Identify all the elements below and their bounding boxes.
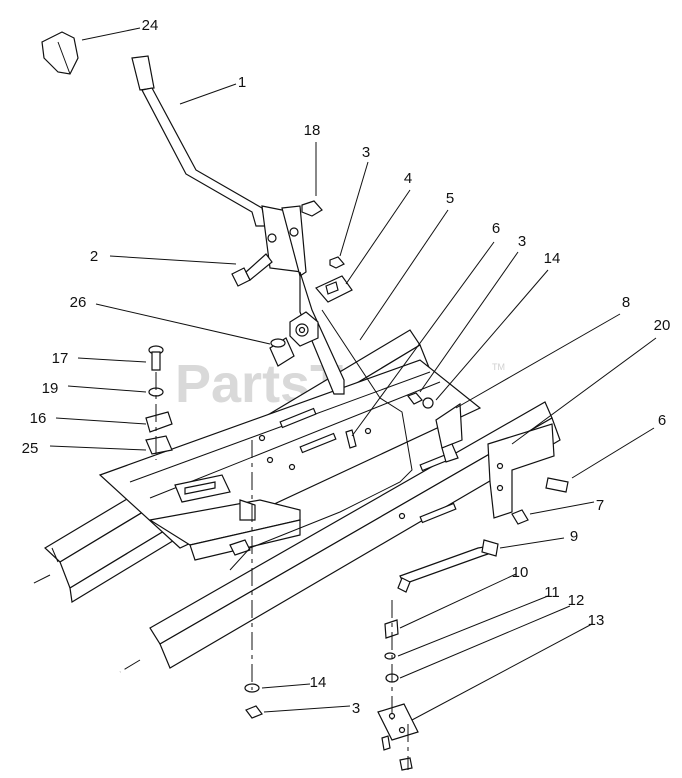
callout-c3a: 3 [362,144,370,161]
link-rod-9 [397,539,499,593]
control-rod-5 [229,309,413,571]
nut-3-upper [329,256,345,269]
callout-c10: 10 [512,564,529,581]
lower-bracket [148,474,301,561]
callout-c16: 16 [30,410,47,427]
callout-c26: 26 [70,294,87,311]
callout-c7: 7 [596,497,604,514]
callout-c6b: 6 [658,412,666,429]
bolt-6-lower [545,477,569,493]
nut-7 [511,509,529,525]
nut-washer-3-14 [407,392,434,409]
callout-c11: 11 [544,584,560,601]
watermark-tm: TM [492,362,505,372]
clip-16 [145,411,173,433]
washer-11 [384,652,396,660]
callout-c6a: 6 [492,220,500,237]
bolt-17 [148,345,164,371]
pivot-bracket [261,205,345,395]
callout-c14a: 14 [544,250,561,267]
callout-c9: 9 [570,528,578,545]
callout-c4: 4 [404,170,412,187]
control-lever [41,31,267,227]
friction-disc [289,311,319,347]
clip-4 [315,275,353,303]
callout-c18: 18 [304,122,321,139]
callout-c3c: 3 [352,700,360,717]
bolt-2 [231,253,273,287]
link-13 [377,703,419,771]
leader-lines [49,27,657,721]
callout-c24a: 24 [142,17,159,34]
bracket-20 [487,423,555,519]
mount-8 [435,402,463,463]
callout-c5: 5 [446,190,454,207]
callout-c25: 25 [22,440,39,457]
frame-rail-lower [119,401,561,673]
callout-c1: 1 [238,74,246,91]
plate-25 [145,435,173,455]
callout-c13: 13 [588,612,605,629]
callout-c19: 19 [42,380,59,397]
callout-c12: 12 [568,592,585,609]
nut-18 [301,200,323,217]
bolt-10 [384,619,399,639]
spacer-26 [269,337,295,367]
callout-c20: 20 [654,317,671,334]
callout-c8: 8 [622,294,630,311]
callout-c3b: 3 [518,233,526,250]
bolt-6-upper [345,429,357,449]
nut-3-lower [245,705,263,719]
callout-c14b: 14 [310,674,327,691]
callout-c2: 2 [90,248,98,265]
callout-c17: 17 [52,350,69,367]
